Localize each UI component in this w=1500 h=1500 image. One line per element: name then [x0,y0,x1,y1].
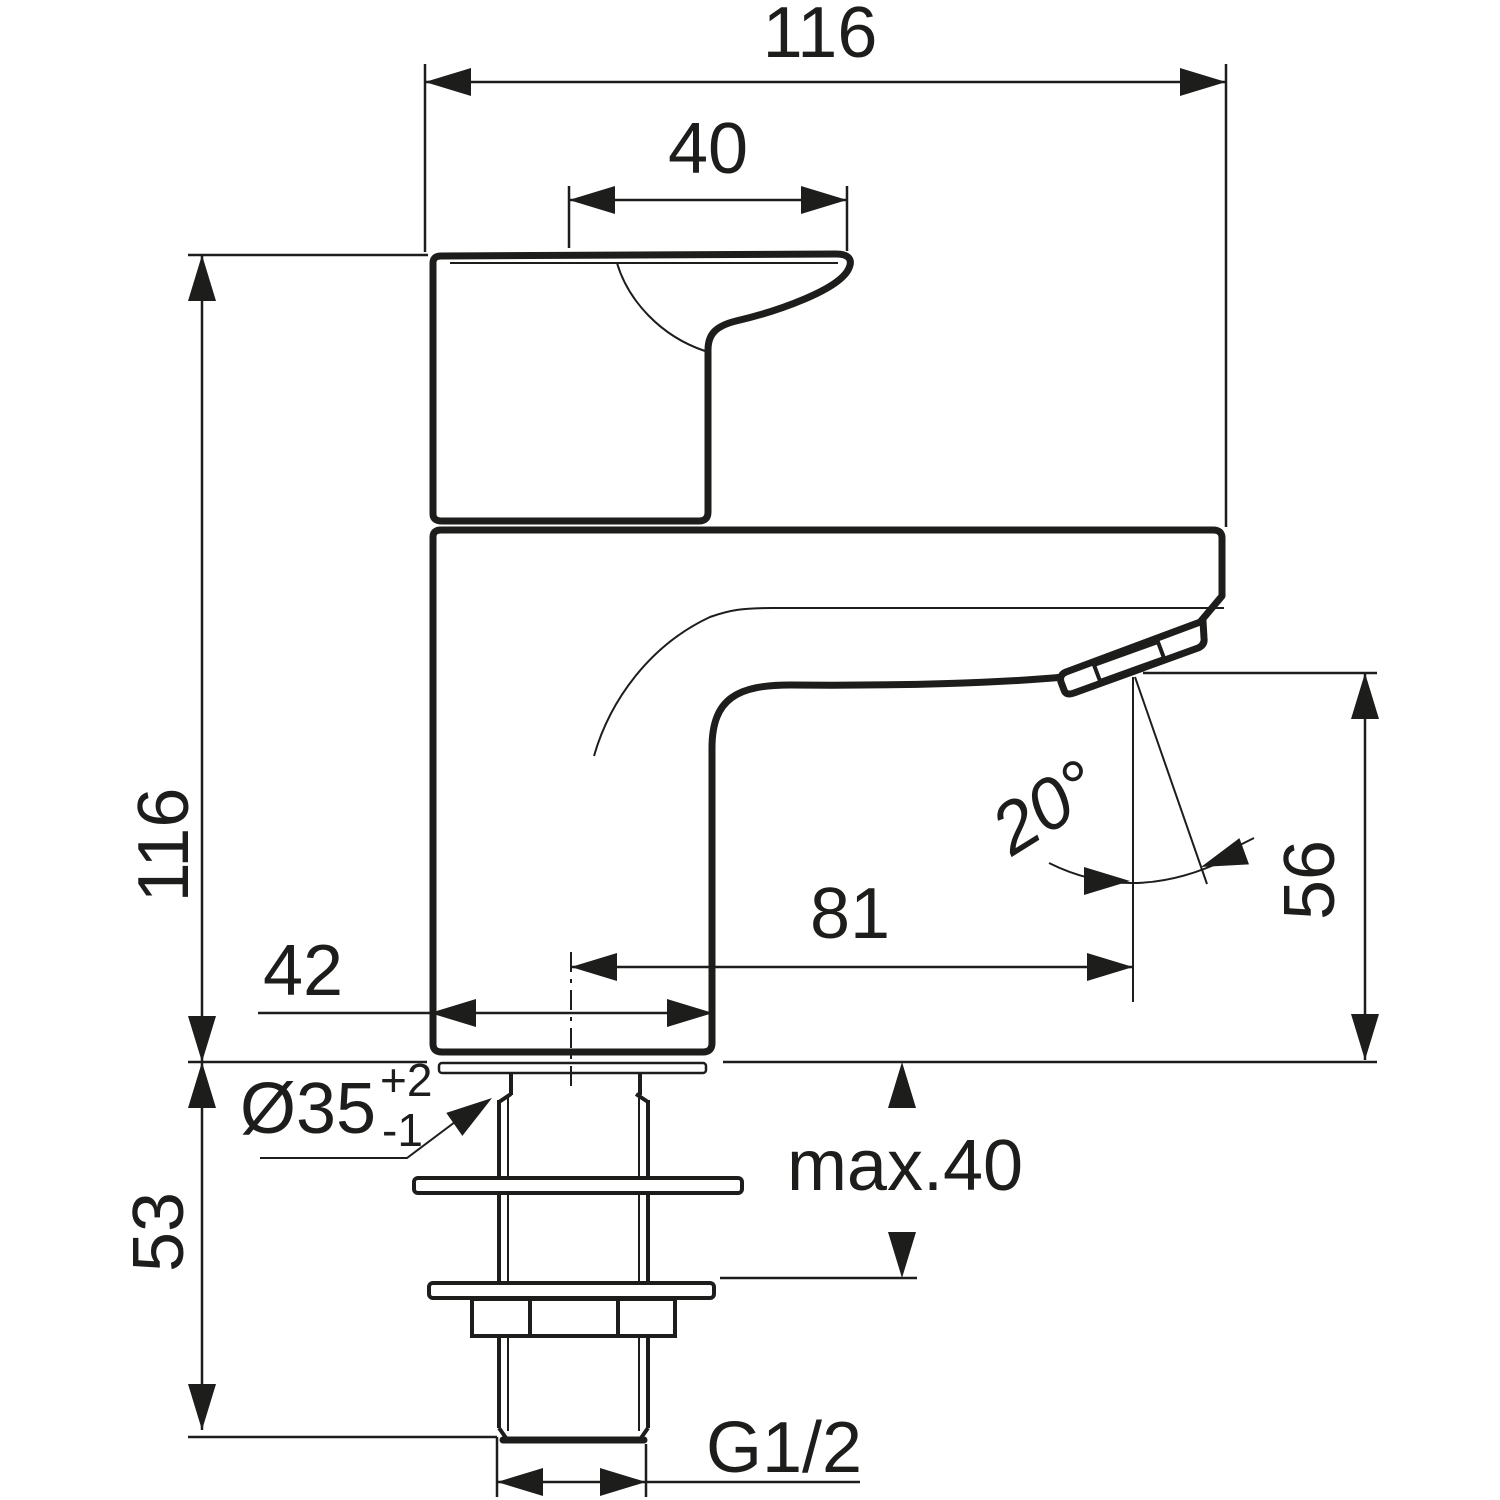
arrow-left-icon [569,186,615,214]
dim-shank-length-label: 53 [119,1192,199,1272]
dim-hole-tolerance-minus-label: -1 [382,1104,423,1156]
shank-neck [509,1073,642,1095]
spout-body [429,526,1226,1056]
mounting-nut [470,1297,677,1338]
arrow-angle-icon [1201,838,1250,867]
dimension-shank-length: 53 [119,1062,497,1439]
arrow-up-icon [188,255,216,301]
arrow-down-icon [888,1232,916,1278]
dim-thread-size-label: G1/2 [706,1408,862,1488]
spout-angle-line [1134,676,1208,885]
dim-spout-height-label: 56 [1270,840,1350,920]
faucet-outline [412,250,1226,1444]
arrow-up-icon [1351,673,1379,719]
dim-height-label: 116 [124,788,204,903]
aerator [1057,617,1208,698]
arrow-left-icon [430,999,476,1027]
threaded-rod [497,1337,650,1444]
dimension-spout-angle: 20° [977,676,1255,1002]
dim-spout-reach-label: 81 [810,874,890,954]
arrow-right-icon [1084,867,1130,895]
dimension-hole-diameter: Ø35 +2 -1 [240,1054,492,1159]
dim-max-deck-thickness-label: max.40 [787,1126,1023,1206]
dimension-total-width: 116 [423,0,1228,527]
arrow-right-icon [1180,68,1226,96]
upper-washer [412,1176,744,1195]
base-plate [437,1061,708,1075]
dimension-height: 116 [124,253,428,1062]
dimension-spout-reach: 81 [571,874,1133,981]
spout-inner-contour-line [593,607,1224,757]
arrow-right-icon [600,1468,646,1496]
dimension-max-deck-thickness: max.40 [720,1062,1023,1280]
dim-handle-depth-label: 40 [668,109,748,189]
dim-hole-tolerance-plus-label: +2 [380,1054,432,1106]
arrow-up-icon [188,1062,216,1108]
arrow-right-icon [1087,953,1133,981]
arrow-down-icon [188,1384,216,1430]
dimension-base-width: 42 [258,931,713,1027]
angle-arc [1048,858,1228,884]
dim-total-width-label: 116 [763,0,878,73]
arrow-right-icon [801,186,847,214]
arrow-left-icon [571,953,617,981]
lower-washer [427,1281,716,1300]
dim-base-width-label: 42 [263,931,343,1011]
handle-lever [429,250,854,525]
handle-neck-line [616,262,706,352]
dimension-thread-size: G1/2 [495,1408,862,1497]
mounting-shank [412,952,744,1444]
dimension-handle-depth: 40 [567,109,849,251]
aerator-outlet [1091,639,1167,684]
dim-spout-angle-label: 20° [977,745,1113,871]
dimension-spout-height: 56 [1143,671,1379,1060]
arrow-down-icon [1351,1014,1379,1060]
arrow-up-icon [888,1062,916,1108]
arrow-leader-icon [446,1098,492,1136]
dim-hole-diameter-label: Ø35 [240,1069,376,1149]
arrow-left-icon [425,68,471,96]
arrow-right-icon [667,999,713,1027]
arrow-down-icon [188,1016,216,1062]
arrow-left-icon [497,1468,543,1496]
